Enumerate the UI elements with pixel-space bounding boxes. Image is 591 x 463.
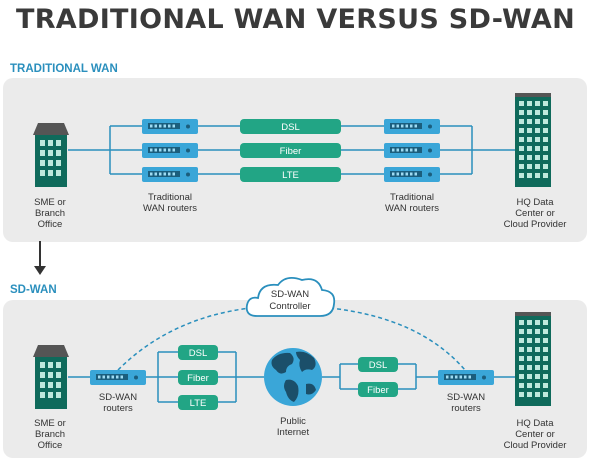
sd-wan-right-link-dsl: DSL — [358, 357, 398, 372]
traditional-router-left-1-icon — [142, 119, 198, 134]
sd-wan-branch-office-building-icon — [33, 345, 69, 409]
sd-wan-router-right-icon — [438, 370, 494, 385]
sd-wan-left-link-lte: LTE — [178, 395, 218, 410]
sd-wan-left-link-dsl: DSL — [178, 345, 218, 360]
sd-wan-right-link-fiber: Fiber — [358, 382, 398, 397]
svg-text:Fiber: Fiber — [280, 146, 302, 157]
traditional-link-lte: LTE — [240, 167, 341, 182]
traditional-routers-right-caption: Traditional WAN routers — [384, 192, 440, 214]
page-title: TRADITIONAL WAN VERSUS SD-WAN — [16, 4, 575, 35]
traditional-wan-panel — [3, 78, 587, 242]
sd-wan-controller-cloud-icon: SD-WAN Controller — [245, 276, 336, 317]
traditional-router-right-1-icon — [384, 119, 440, 134]
svg-text:Fiber: Fiber — [187, 373, 209, 384]
traditional-wan-label: TRADITIONAL WAN — [10, 63, 118, 75]
traditional-routers-left-caption: Traditional WAN routers — [142, 192, 198, 214]
traditional-router-right-2-icon — [384, 143, 440, 158]
sd-wan-router-left-caption: SD-WAN routers — [98, 392, 138, 414]
sd-wan-router-right-caption: SD-WAN routers — [446, 392, 486, 414]
traditional-router-left-3-icon — [142, 167, 198, 182]
sd-wan-branch-caption: SME or Branch Office — [34, 418, 66, 451]
sd-wan-connectors — [68, 351, 515, 403]
svg-text:LTE: LTE — [282, 170, 299, 181]
svg-text:Controller: Controller — [269, 301, 310, 312]
sd-wan-router-left-icon — [90, 370, 146, 385]
controller-link-left — [117, 307, 251, 371]
branch-office-building-icon — [33, 123, 69, 187]
sd-wan-label: SD-WAN — [10, 284, 57, 296]
traditional-branch-caption: SME or Branch Office — [34, 197, 66, 230]
controller-link-right — [329, 307, 466, 371]
sd-wan-hq-caption: HQ Data Center or Cloud Provider — [503, 418, 567, 451]
svg-text:DSL: DSL — [369, 360, 387, 371]
svg-text:DSL: DSL — [281, 122, 299, 133]
svg-text:LTE: LTE — [190, 398, 207, 409]
public-internet-globe-icon — [264, 348, 322, 406]
svg-text:SD-WAN: SD-WAN — [271, 289, 309, 300]
svg-text:DSL: DSL — [189, 348, 207, 359]
traditional-link-dsl: DSL — [240, 119, 341, 134]
traditional-hq-caption: HQ Data Center or Cloud Provider — [503, 197, 567, 230]
down-arrow-icon — [34, 241, 46, 275]
traditional-link-fiber: Fiber — [240, 143, 341, 158]
hq-data-center-building-icon — [515, 93, 551, 187]
svg-text:Fiber: Fiber — [367, 385, 389, 396]
traditional-router-right-3-icon — [384, 167, 440, 182]
sd-wan-hq-data-center-building-icon — [515, 312, 551, 406]
sd-wan-left-link-fiber: Fiber — [178, 370, 218, 385]
public-internet-caption: Public Internet — [276, 416, 310, 438]
traditional-router-left-2-icon — [142, 143, 198, 158]
traditional-connectors — [68, 125, 515, 175]
